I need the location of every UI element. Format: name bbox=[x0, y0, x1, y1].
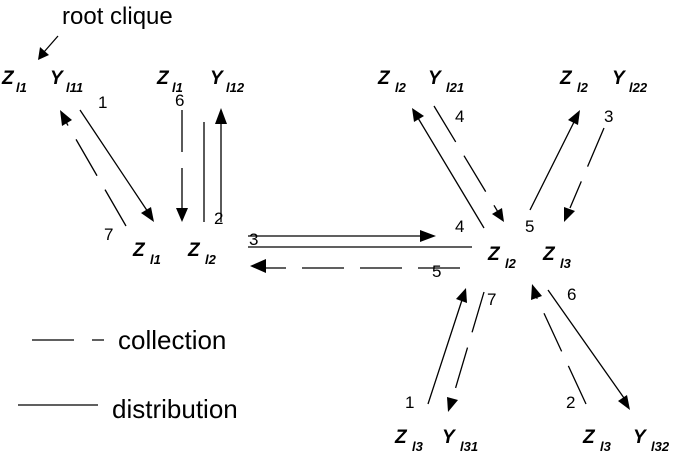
z-subscript: l2 bbox=[505, 256, 517, 271]
step-label: 3 bbox=[604, 107, 613, 126]
step-label: 2 bbox=[566, 393, 575, 412]
message-zl3-to-yl32-step6: 6 bbox=[547, 285, 630, 410]
z-symbol: Z bbox=[187, 240, 201, 261]
clique-zl2-yl21: Z l2 Y l21 bbox=[377, 68, 464, 95]
z-symbol: Z bbox=[132, 240, 146, 261]
y-subscript: l31 bbox=[460, 439, 478, 454]
z-symbol: Z bbox=[582, 427, 596, 448]
step-label: 1 bbox=[98, 93, 107, 112]
z-symbol: Z bbox=[1, 68, 15, 89]
clique-zl1-zl2: Z l1 Z l2 bbox=[132, 240, 217, 267]
legend: collection distribution bbox=[18, 325, 238, 424]
z-symbol: Z bbox=[377, 68, 391, 89]
root-pointer-arrowhead bbox=[38, 47, 49, 60]
message-right-to-left-step5: 5 bbox=[250, 259, 460, 281]
step-label: 7 bbox=[487, 290, 496, 309]
z-subscript: l3 bbox=[412, 439, 424, 454]
message-left-to-right-step3: 3 bbox=[248, 230, 472, 249]
message-yl31-to-zl2-step1: 1 bbox=[405, 288, 467, 412]
z-subscript: l3 bbox=[600, 439, 612, 454]
z-symbol: Z bbox=[542, 244, 556, 265]
z-symbol: Z bbox=[559, 68, 573, 89]
z-subscript: l1 bbox=[16, 80, 27, 95]
step-label: 6 bbox=[567, 285, 576, 304]
z-symbol: Z bbox=[156, 68, 170, 89]
message-yl22-to-zl3-step3: 3 bbox=[564, 107, 613, 222]
z-subscript: l1 bbox=[150, 252, 161, 267]
y-symbol: Y bbox=[442, 427, 457, 448]
z-subscript: l2 bbox=[205, 252, 217, 267]
step-label: 4 bbox=[455, 217, 464, 236]
message-zl2-to-yl31-step7: 7 bbox=[447, 290, 496, 412]
y-symbol: Y bbox=[50, 68, 65, 89]
clique-zl3-yl32: Z l3 Y l32 bbox=[582, 427, 670, 454]
step-label: 6 bbox=[175, 91, 184, 110]
legend-distribution-label: distribution bbox=[112, 394, 238, 424]
clique-zl1-yl12: Z l1 Y l12 bbox=[156, 68, 245, 95]
z-symbol: Z bbox=[394, 427, 408, 448]
y-symbol: Y bbox=[210, 68, 225, 89]
message-zl1-to-yl11-step7: 7 bbox=[60, 110, 127, 244]
clique-zl1-yl11: Z l1 Y l11 bbox=[1, 68, 83, 95]
y-symbol: Y bbox=[633, 427, 648, 448]
message-yl11-to-zl1-step1: 1 bbox=[79, 93, 154, 222]
z-subscript: l3 bbox=[560, 256, 572, 271]
message-zl2-to-yl21-step4: 4 bbox=[412, 108, 485, 236]
message-yl21-to-zl2-step4: 4 bbox=[433, 105, 504, 222]
root-pointer-arrow bbox=[43, 35, 59, 53]
z-subscript: l2 bbox=[395, 80, 407, 95]
message-zl2-to-yl22-step5: 5 bbox=[525, 110, 580, 236]
z-subscript: l1 bbox=[172, 80, 183, 95]
root-clique-label: root clique bbox=[62, 3, 173, 30]
step-label: 3 bbox=[249, 230, 258, 249]
y-subscript: l22 bbox=[629, 80, 648, 95]
clique-zl3-yl31: Z l3 Y l31 bbox=[394, 427, 478, 454]
step-label: 1 bbox=[405, 393, 414, 412]
y-subscript: l21 bbox=[446, 80, 464, 95]
y-symbol: Y bbox=[428, 68, 443, 89]
z-subscript: l2 bbox=[577, 80, 589, 95]
step-label: 5 bbox=[525, 217, 534, 236]
y-subscript: l11 bbox=[66, 80, 83, 95]
step-label: 5 bbox=[432, 262, 441, 281]
step-label: 7 bbox=[104, 225, 113, 244]
step-label: 2 bbox=[214, 209, 223, 228]
clique-zl2-zl3: Z l2 Z l3 bbox=[487, 244, 572, 271]
message-zl2-to-yl12-step2: 2 bbox=[203, 108, 227, 228]
clique-zl2-yl22: Z l2 Y l22 bbox=[559, 68, 648, 95]
message-yl12-to-zl2-step6: 6 bbox=[175, 91, 188, 222]
y-symbol: Y bbox=[612, 68, 627, 89]
legend-collection-label: collection bbox=[118, 325, 226, 355]
message-yl32-to-zl3-step2: 2 bbox=[531, 284, 587, 412]
y-subscript: l32 bbox=[651, 439, 670, 454]
z-symbol: Z bbox=[487, 244, 501, 265]
step-label: 4 bbox=[455, 107, 464, 126]
y-subscript: l12 bbox=[226, 80, 245, 95]
